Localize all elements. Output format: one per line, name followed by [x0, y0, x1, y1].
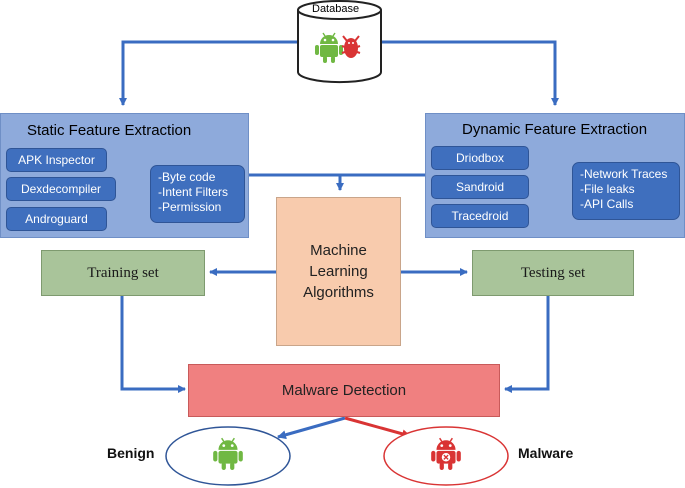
- arrow-to-malware: [344, 416, 411, 439]
- dynamic-feature-network-traces: -Network Traces: [580, 167, 668, 181]
- static-panel-title: Static Feature Extraction: [27, 122, 192, 139]
- ml-algorithms-box: Machine Learning Algorithms: [276, 197, 401, 346]
- tool-dexdecompiler: Dexdecompiler: [6, 177, 116, 201]
- ml-line-1: Machine: [310, 242, 367, 259]
- android-icon: [315, 32, 343, 63]
- arrow-training-to-detection: [120, 296, 186, 393]
- ml-line-3: Algorithms: [303, 284, 374, 301]
- malware-detection-box: Malware Detection: [188, 364, 500, 417]
- arrow-to-benign: [277, 416, 346, 440]
- training-set-box: Training set: [41, 250, 205, 296]
- tool-driodbox: Driodbox: [431, 146, 529, 170]
- arrow-db-to-static: [119, 40, 298, 106]
- arrow-testing-to-detection: [504, 296, 550, 393]
- malware-bug-icon: [341, 35, 361, 58]
- dynamic-feature-file-leaks: -File leaks: [580, 182, 635, 196]
- benign-label: Benign: [107, 445, 155, 461]
- static-feature-permission: -Permission: [158, 200, 222, 214]
- malware-label: Malware: [518, 445, 574, 461]
- static-features-box: -Byte code -Intent Filters -Permission: [150, 165, 245, 223]
- dynamic-feature-api-calls: -API Calls: [580, 197, 634, 211]
- dynamic-features-box: -Network Traces -File leaks -API Calls: [572, 162, 680, 220]
- static-feature-bytecode: -Byte code: [158, 170, 216, 184]
- static-feature-intent-filters: -Intent Filters: [158, 185, 229, 199]
- database-label: Database: [312, 3, 360, 15]
- tool-androguard: Androguard: [6, 207, 107, 231]
- benign-android-icon: [213, 437, 243, 470]
- tool-tracedroid: Tracedroid: [431, 204, 529, 228]
- tool-sandroid: Sandroid: [431, 175, 529, 199]
- testing-set-box: Testing set: [472, 250, 634, 296]
- arrow-db-to-dynamic: [381, 40, 559, 106]
- dynamic-panel-title: Dynamic Feature Extraction: [462, 121, 648, 138]
- tool-apk-inspector: APK Inspector: [6, 148, 107, 172]
- ml-line-2: Learning: [309, 263, 368, 280]
- malware-android-icon: [431, 437, 461, 470]
